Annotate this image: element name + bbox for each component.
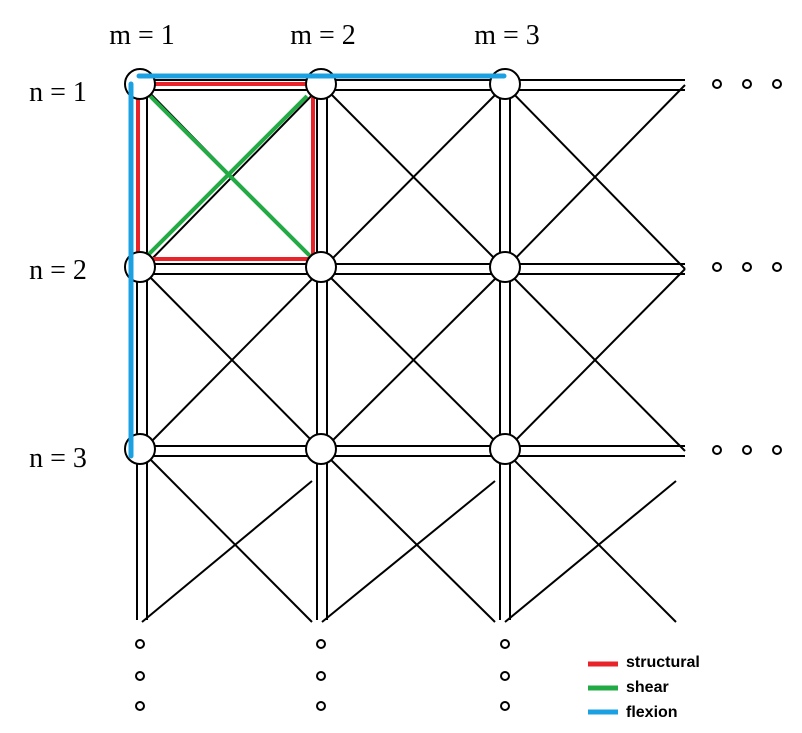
node-2-2: [305, 251, 337, 283]
horizontal-springs: [140, 79, 685, 457]
column-label-m1: m = 1: [109, 20, 175, 51]
ellipsis-right: [712, 79, 782, 455]
shear-diagonal-1: [148, 94, 313, 259]
row-label-n3: n = 3: [29, 443, 87, 474]
legend: structural shear flexion: [588, 654, 700, 721]
vertical-springs: [136, 85, 511, 620]
node-3-2: [305, 433, 337, 465]
column-label-m2: m = 2: [290, 20, 356, 51]
node-3-3: [489, 433, 521, 465]
shear-springs: [144, 94, 313, 259]
legend-label-shear: shear: [626, 679, 669, 696]
row-label-n1: n = 1: [29, 77, 87, 108]
legend-label-structural: structural: [626, 654, 700, 671]
spring-mesh: [136, 79, 686, 623]
row-label-n2: n = 2: [29, 255, 87, 286]
structural-springs: [136, 82, 315, 261]
shear-diagonal-2: [144, 94, 309, 259]
node-2-3: [489, 251, 521, 283]
ellipsis-bottom: [135, 639, 510, 711]
legend-label-flexion: flexion: [626, 704, 678, 721]
column-label-m3: m = 3: [474, 20, 540, 51]
diagonal-springs: [141, 84, 686, 623]
